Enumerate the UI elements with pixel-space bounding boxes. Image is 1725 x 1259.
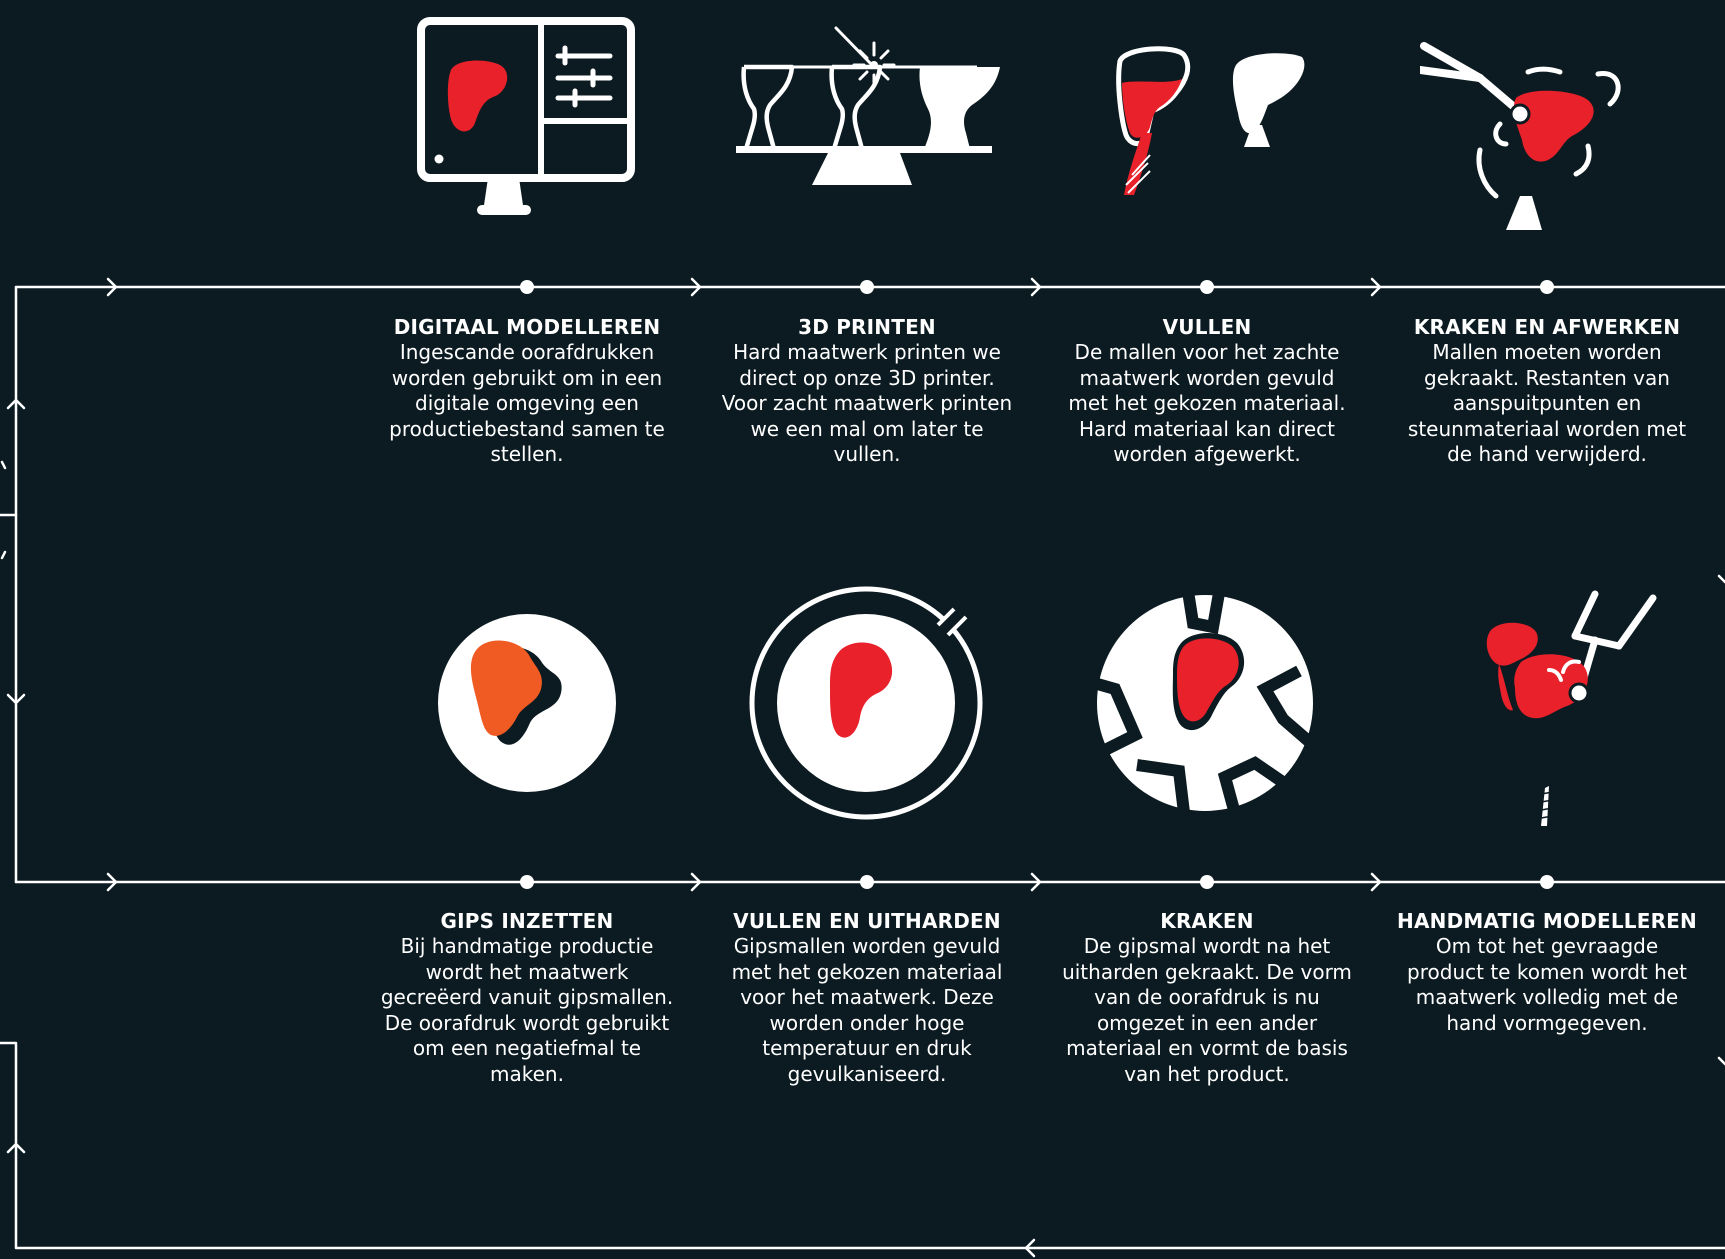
step-marker [860, 280, 874, 294]
flow-arrow [690, 277, 702, 297]
step-description: Mallen moeten worden gekraakt. Restanten… [1407, 340, 1687, 466]
step-description: Gipsmallen worden gevuld met het gekozen… [731, 934, 1003, 1086]
flow-arrow [6, 1142, 26, 1154]
step-digitaal-modelleren: DIGITAAL MODELLEREN Ingescande oorafdruk… [377, 314, 677, 468]
flow-arrow [106, 872, 118, 892]
step-marker [520, 280, 534, 294]
flow-arrow [1717, 1056, 1725, 1066]
step-marker [1540, 280, 1554, 294]
step-3d-printen: 3D PRINTEN Hard maatwerk printen we dire… [717, 314, 1017, 468]
3d-printer-icon [736, 26, 1000, 185]
step-vullen-en-uitharden: VULLEN EN UITHARDEN Gipsmallen worden ge… [717, 908, 1017, 1087]
step-title: KRAKEN EN AFWERKEN [1413, 315, 1681, 339]
flow-arrow [1030, 872, 1042, 892]
step-description: Hard maatwerk printen we direct op onze … [721, 340, 1013, 466]
step-description: Ingescande oorafdrukken worden gebruikt … [389, 340, 665, 466]
fill-mold-icon [1116, 46, 1305, 195]
step-handmatig-modelleren: HANDMATIG MODELLEREN Om tot het gevraagd… [1397, 908, 1697, 1036]
step-title: 3D PRINTEN [798, 315, 936, 339]
step-description: De mallen voor het zachte maatwerk worde… [1068, 340, 1346, 466]
step-title: GIPS INZETTEN [440, 909, 614, 933]
step-marker [860, 875, 874, 889]
step-title: DIGITAAL MODELLEREN [393, 315, 661, 339]
flow-arrow [1370, 872, 1382, 892]
step-marker [520, 875, 534, 889]
step-marker [1200, 875, 1214, 889]
plaster-insert-icon [438, 614, 616, 792]
step-marker [1200, 280, 1214, 294]
flow-arrow [1030, 277, 1042, 297]
cure-icon [749, 586, 983, 820]
step-marker [1540, 875, 1554, 889]
flow-arrow [6, 693, 26, 705]
step-description: De gipsmal wordt na het uitharden gekraa… [1062, 934, 1352, 1086]
flow-arrow [1370, 277, 1382, 297]
flow-arrow [6, 398, 26, 410]
flow-arrow [1024, 1238, 1036, 1258]
flow-arrow [0, 460, 7, 470]
step-description: Om tot het gevraagde product te komen wo… [1407, 934, 1687, 1035]
monitor-modeling-icon [417, 17, 635, 215]
hand-modeling-icon [1486, 590, 1657, 826]
step-vullen: VULLEN De mallen voor het zachte maatwer… [1057, 314, 1357, 468]
step-title: KRAKEN [1160, 909, 1254, 933]
step-title: VULLEN [1162, 315, 1252, 339]
step-kraken: KRAKEN De gipsmal wordt na het uitharden… [1057, 908, 1357, 1087]
step-title: VULLEN EN UITHARDEN [733, 909, 1001, 933]
step-gips-inzetten: GIPS INZETTEN Bij handmatige productie w… [377, 908, 677, 1087]
step-kraken-en-afwerken: KRAKEN EN AFWERKEN Mallen moeten worden … [1397, 314, 1697, 468]
flow-arrow [0, 550, 7, 560]
step-title: HANDMATIG MODELLEREN [1397, 909, 1697, 933]
crack-plaster-icon [1087, 585, 1313, 823]
flow-arrow [106, 277, 118, 297]
flow-arrow [690, 872, 702, 892]
flow-arrow [1717, 574, 1725, 584]
step-description: Bij handmatige productie wordt het maatw… [380, 934, 674, 1086]
crack-finish-icon [1420, 42, 1621, 230]
